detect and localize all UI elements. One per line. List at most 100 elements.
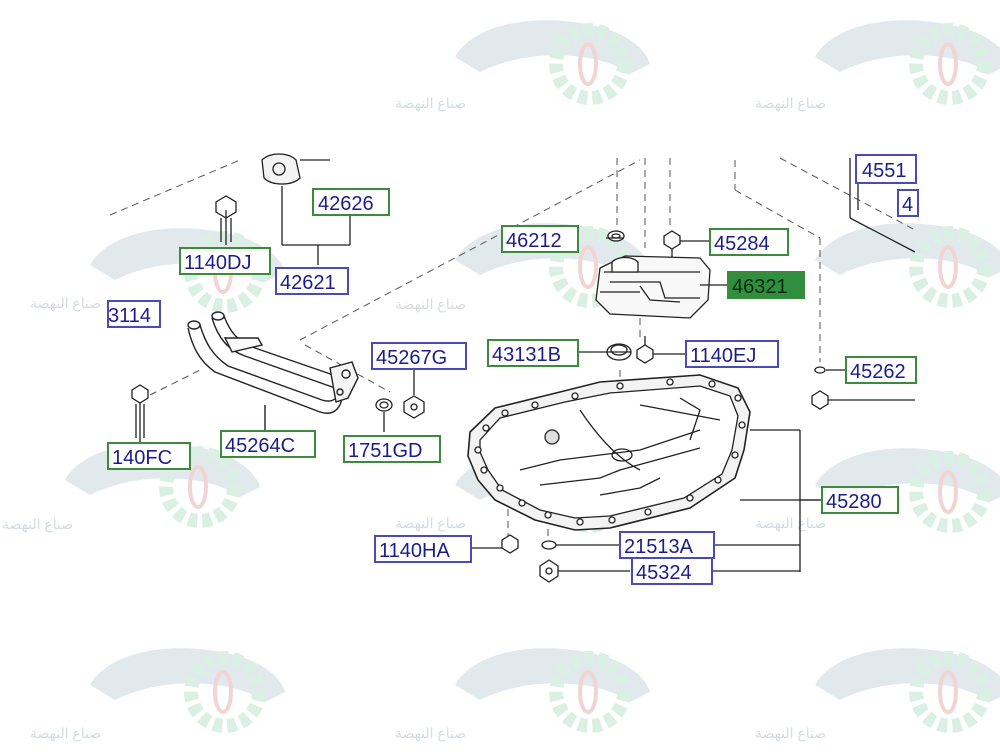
watermark-accent-icon	[938, 670, 958, 714]
watermark-logo-10: صناع النهضة	[395, 648, 650, 742]
watermark-gear-icon	[549, 23, 631, 105]
label-42621[interactable]: 42621	[275, 267, 349, 295]
label-45280[interactable]: 45280	[821, 486, 899, 514]
watermark-gear-icon	[184, 651, 266, 733]
watermark-gear-icon	[909, 226, 991, 308]
watermark-text: صناع النهضة	[395, 296, 466, 313]
dash-bracket-link	[149, 369, 201, 396]
oil-pan-45280-drawing	[467, 374, 820, 572]
label-21513a[interactable]: 21513A	[619, 531, 715, 559]
watermark-accent-icon	[578, 42, 598, 86]
label-140fc[interactable]: 140FC	[107, 442, 191, 470]
bolt-45284-drawing	[663, 230, 681, 258]
label-45324[interactable]: 45324	[631, 557, 713, 585]
bolt-1140ha-drawing	[472, 534, 519, 554]
label-text: 3114	[108, 305, 151, 327]
watermark-text: صناع النهضة	[755, 95, 826, 112]
label-text: 43131B	[492, 344, 561, 366]
bolt-1140ej-drawing	[636, 336, 654, 364]
upper-component-drawing	[261, 153, 351, 265]
watermark-accent-icon	[938, 470, 958, 514]
label-1140ej[interactable]: 1140EJ	[685, 340, 779, 368]
label-45267g[interactable]: 45267G	[371, 342, 467, 370]
label-text: 46212	[506, 230, 562, 252]
plug-45267g-drawing	[403, 365, 425, 419]
watermark-accent-icon	[213, 670, 233, 714]
label-45284[interactable]: 45284	[709, 228, 789, 256]
watermark-text: صناع النهضة	[395, 515, 466, 532]
label-text: 45262	[850, 361, 906, 383]
washer-1751gd-drawing	[375, 398, 393, 432]
watermark-logo-5	[815, 223, 1000, 308]
watermark-text: صناع النهضة	[2, 516, 73, 533]
watermark-accent-icon	[938, 42, 958, 86]
dash-diag-mid	[779, 157, 916, 231]
label-text: 45264C	[225, 435, 295, 457]
oil-filter-46321-drawing	[595, 255, 711, 319]
label-text: 1140DJ	[184, 252, 251, 274]
label-46321-selected[interactable]: 46321	[727, 271, 805, 299]
label-text: 42626	[318, 193, 374, 215]
watermark-logo-2: صناع النهضة	[755, 20, 1000, 112]
label-text: 45280	[826, 491, 882, 513]
cooler-pipe-drawing	[187, 311, 359, 430]
watermark-text: صناع النهضة	[755, 515, 826, 532]
label-3114[interactable]: 3114	[107, 300, 161, 328]
label-42626[interactable]: 42626	[312, 188, 390, 216]
label-text: 42621	[280, 272, 336, 294]
label-45264c[interactable]: 45264C	[220, 430, 316, 458]
pan-bolt-holes-drawing	[474, 378, 746, 526]
label-4[interactable]: 4	[897, 189, 919, 217]
watermark-text: صناع النهضة	[755, 725, 826, 742]
watermark-logo-9: صناع النهضة	[30, 648, 285, 742]
watermark-gear-icon	[549, 651, 631, 733]
label-43131b[interactable]: 43131B	[487, 339, 579, 367]
watermark-car-icon	[815, 223, 1000, 277]
watermark-accent-icon	[578, 670, 598, 714]
label-text: 45267G	[376, 347, 447, 369]
label-1140ha[interactable]: 1140HA	[374, 535, 472, 563]
watermark-logo-1: صناع النهضة	[395, 20, 650, 112]
label-text: 45284	[714, 233, 770, 255]
part-labels: 42626 1140DJ 42621 3114 46212 45284 4632…	[107, 154, 919, 585]
watermark-car-icon	[815, 648, 1000, 702]
label-text: 1140HA	[379, 540, 450, 562]
label-text: 45324	[636, 562, 692, 584]
watermark-accent-icon	[938, 245, 958, 289]
watermark-car-icon	[815, 20, 1000, 74]
watermark-accent-icon	[578, 245, 598, 289]
watermark-text: صناع النهضة	[395, 95, 466, 112]
watermark-gear-icon	[909, 651, 991, 733]
label-text: 4551	[862, 160, 907, 182]
watermark-text: صناع النهضة	[30, 295, 101, 312]
drain-plug-45324-drawing	[539, 559, 800, 583]
label-text: 140FC	[112, 447, 172, 469]
label-text: 1751GD	[348, 440, 423, 462]
label-45262[interactable]: 45262	[845, 356, 917, 384]
watermark-gear-icon	[909, 23, 991, 105]
label-1751gd[interactable]: 1751GD	[343, 435, 441, 463]
bolt-140fc-drawing	[131, 384, 149, 440]
watermark-accent-icon	[188, 465, 208, 509]
watermark-gear-icon	[159, 446, 241, 528]
leader-lines	[139, 237, 848, 501]
watermark-text: صناع النهضة	[395, 725, 466, 742]
label-text: 46321	[732, 276, 788, 298]
label-46212[interactable]: 46212	[501, 225, 579, 253]
dash-right-diag2	[734, 189, 821, 239]
watermark-text: صناع النهضة	[30, 725, 101, 742]
part-drawings	[131, 153, 916, 583]
label-1140dj[interactable]: 1140DJ	[179, 247, 271, 275]
oring-46212-drawing	[607, 230, 625, 242]
bolt-1140dj-drawing	[215, 195, 237, 245]
gasket-21513a-drawing	[541, 540, 800, 550]
watermark-logo-11: صناع النهضة	[755, 648, 1000, 742]
dash-long-diagonal	[299, 159, 641, 341]
bolts-45262-drawing	[811, 366, 915, 410]
label-text: 4	[902, 194, 913, 216]
label-text: 1140EJ	[690, 345, 756, 367]
label-text: 21513A	[624, 536, 694, 558]
label-4551[interactable]: 4551	[855, 154, 917, 184]
